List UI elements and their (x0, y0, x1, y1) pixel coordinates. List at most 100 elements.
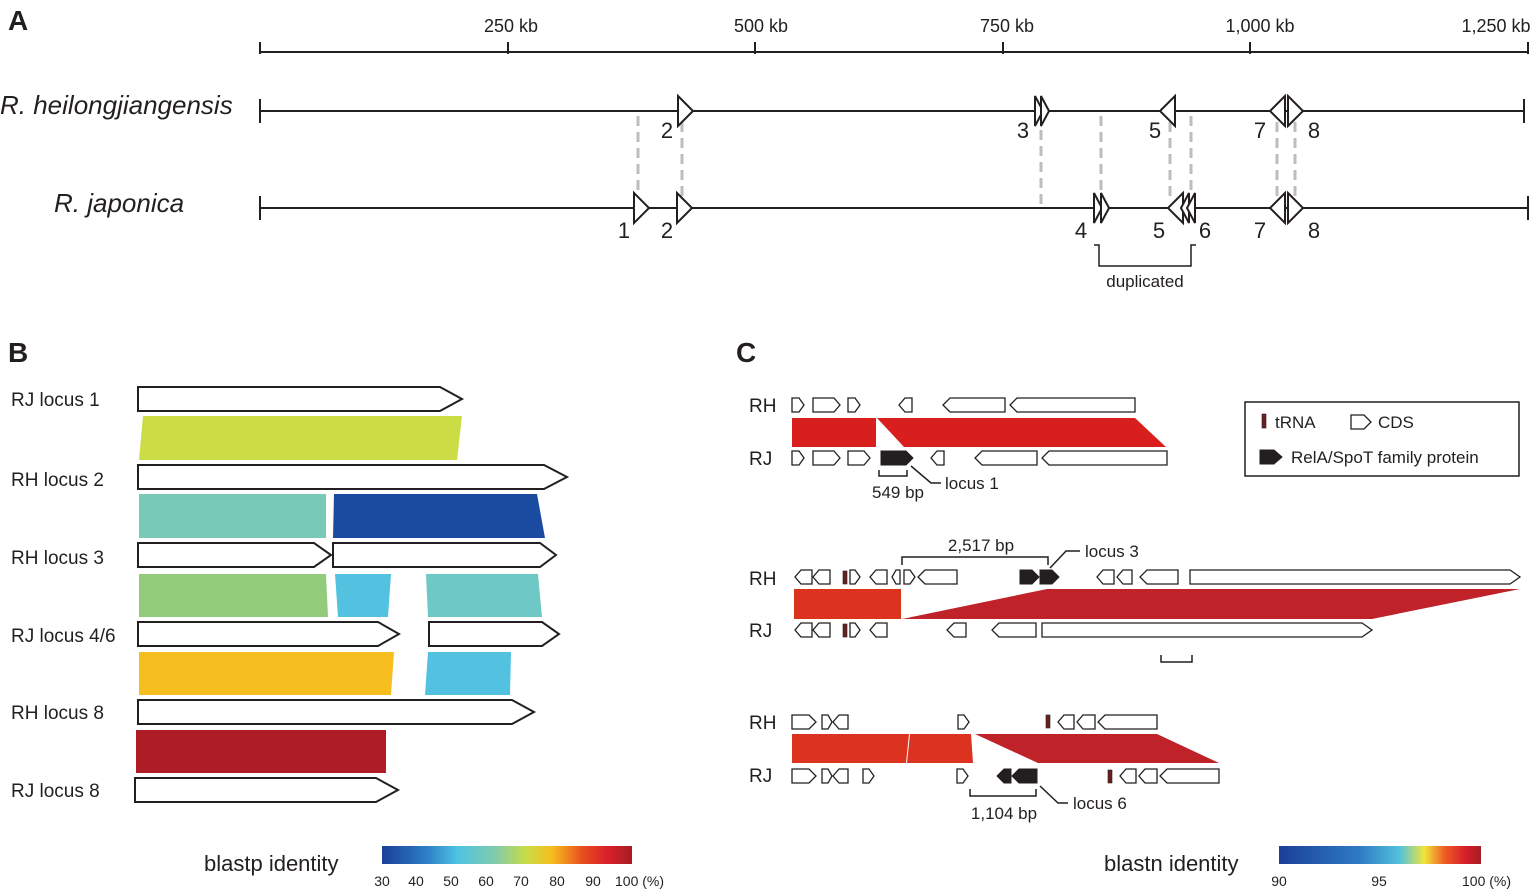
panel-a: A 250 kb 500 kb 750 kb 1,000 kb 1,250 kb (0, 5, 1531, 291)
cds-gene (974, 450, 1038, 466)
rj-locus-8-label: 8 (1308, 218, 1320, 243)
rj-row-label: RJ (749, 766, 772, 787)
blastp-tick: 70 (513, 873, 529, 889)
row-label: RH locus 2 (11, 470, 104, 491)
bp-label: 549 bp (872, 483, 924, 502)
rj-locus-2-arrow (676, 190, 694, 226)
trna-icon (1261, 413, 1267, 429)
panel-b-label: B (8, 337, 28, 368)
blastn-tick: 90 (1271, 873, 1287, 889)
cds-gene (1116, 569, 1133, 585)
identity-block (136, 730, 386, 773)
cds-gene (869, 622, 888, 638)
row-label: RH locus 8 (11, 703, 104, 724)
cds-gene (791, 768, 817, 784)
rj-locus-7-arrow (1268, 190, 1286, 226)
bp-bracket (969, 789, 1037, 797)
cds-gene (1009, 397, 1136, 413)
blastn-block (907, 734, 973, 763)
cds-gene (1096, 569, 1115, 585)
scale-label-1000: 1,000 kb (1225, 16, 1294, 36)
locus-leader (910, 465, 941, 484)
cds-gene (849, 569, 861, 585)
cds-gene (1076, 714, 1096, 730)
trna-gene (1045, 714, 1051, 729)
identity-block (139, 416, 462, 460)
scale-label-500: 500 kb (734, 16, 788, 36)
identity-block (425, 652, 511, 695)
row-label: RH locus 3 (11, 548, 104, 569)
rela-spot-gene (1011, 768, 1038, 784)
cds-gene (1041, 622, 1374, 638)
cds-gene (891, 569, 901, 585)
cds-gene (1041, 450, 1168, 466)
blastp-tick: 40 (408, 873, 424, 889)
rela-spot-gene (996, 768, 1012, 784)
identity-block (335, 574, 391, 617)
blastp-tick: 50 (443, 873, 459, 889)
panel-b: B RJ locus 1 RH locus 2 RH locus 3 RJ lo… (8, 337, 664, 889)
rh-locus-8-arrow (1287, 93, 1305, 129)
small-bracket (1160, 655, 1193, 663)
rj-locus-4-arrow (1093, 192, 1104, 224)
rh-locus-2-label: 2 (661, 118, 673, 143)
bp-label: 1,104 bp (971, 804, 1037, 823)
duplicated-bracket (1094, 244, 1196, 267)
cds-gene (847, 450, 871, 466)
blastn-block (877, 418, 1166, 447)
rela-spot-gene (1039, 569, 1060, 585)
rj-locus-8-protein (134, 777, 401, 803)
rh-row-label: RH (749, 569, 776, 590)
rj-locus-1-label: 1 (618, 218, 630, 243)
cds-gene (794, 569, 813, 585)
row-label: RJ locus 8 (11, 781, 100, 802)
homology-dashes (636, 116, 1297, 206)
rh-locus-2-protein (137, 464, 570, 490)
locus-label: locus 6 (1073, 794, 1127, 813)
identity-block (333, 494, 545, 538)
cds-gene (869, 569, 888, 585)
locus-1-block: RH RJ 549 bp locus 1 (749, 396, 1168, 502)
identity-block (139, 494, 326, 538)
rj-locus-7-label: 7 (1254, 218, 1266, 243)
blastp-tick: 90 (585, 873, 601, 889)
bp-bracket (878, 470, 908, 477)
cds-gene (849, 622, 861, 638)
cds-gene (847, 397, 861, 413)
cds-gene (791, 397, 805, 413)
cds-gene (812, 450, 841, 466)
blastn-legend-title: blastn identity (1104, 851, 1239, 876)
rj-locus-2-label: 2 (661, 218, 673, 243)
locus-label: locus 3 (1085, 542, 1139, 561)
rh-locus-2-arrow (677, 93, 695, 129)
panel-c: C tRNA CDS RelA/SpoT family protein RH R… (736, 337, 1522, 889)
cds-gene (794, 622, 813, 638)
legend-trna: tRNA (1275, 413, 1316, 432)
cds-gene (791, 450, 805, 466)
rh-locus-3-protein (332, 542, 558, 568)
rj-locus-5-label: 5 (1153, 218, 1165, 243)
panel-c-label: C (736, 337, 756, 368)
rh-species-name: R. heilongjiangensis (0, 90, 233, 120)
cds-gene (1119, 768, 1137, 784)
cds-gene (862, 768, 875, 784)
identity-block (426, 574, 542, 617)
rh-locus-7-arrow (1268, 93, 1286, 129)
cds-gene (917, 569, 958, 585)
rh-locus-3-arrow (1040, 95, 1051, 127)
rj-locus-46-protein (428, 621, 561, 647)
cds-gene (1139, 569, 1179, 585)
cds-gene (791, 714, 817, 730)
rj-locus-8-arrow (1287, 190, 1305, 226)
cds-gene (898, 397, 913, 413)
cds-gene (812, 622, 831, 638)
scale-label-250: 250 kb (484, 16, 538, 36)
trna-gene (842, 570, 848, 585)
blastp-tick: 100 (%) (615, 873, 664, 889)
locus-6-block: RH RJ 1,104 b (749, 713, 1220, 823)
locus-leader (1049, 550, 1080, 569)
cds-gene (832, 768, 849, 784)
legend-rela: RelA/SpoT family protein (1291, 448, 1479, 467)
rj-locus-46-protein (137, 621, 402, 647)
